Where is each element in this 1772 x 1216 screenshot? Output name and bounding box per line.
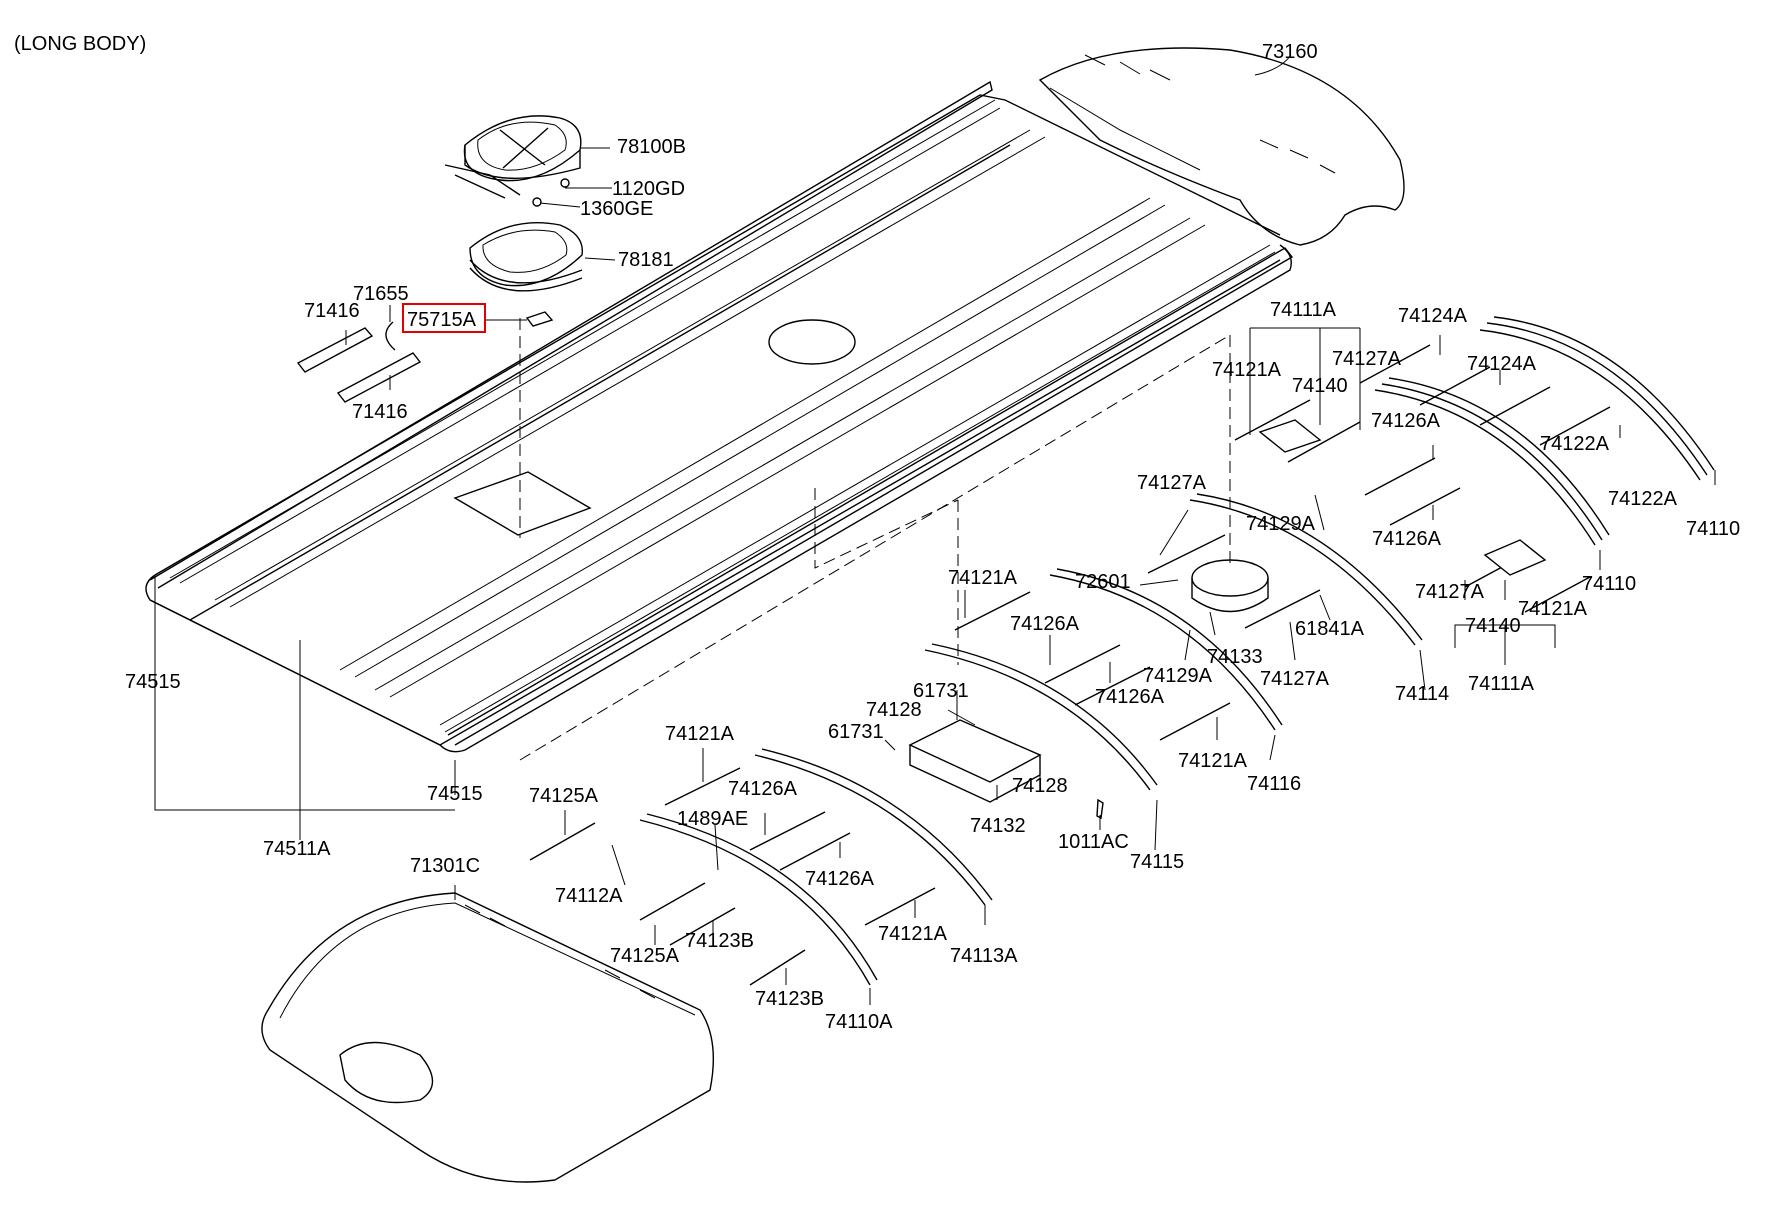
- part-label-74116[interactable]: 74116: [1247, 773, 1301, 795]
- part-label-74111A[interactable]: 74111A: [1468, 673, 1535, 695]
- part-label-78100B[interactable]: 78100B: [617, 136, 686, 158]
- part-label-74126A[interactable]: 74126A: [805, 868, 875, 890]
- part-label-74110[interactable]: 74110: [1582, 573, 1636, 595]
- part-label-74140[interactable]: 74140: [1465, 615, 1521, 637]
- part-label-74125A[interactable]: 74125A: [529, 785, 599, 807]
- highlight-box: [402, 303, 486, 333]
- part-label-74128[interactable]: 74128: [1012, 775, 1068, 797]
- part-label-74126A[interactable]: 74126A: [1010, 613, 1080, 635]
- part-label-61841A[interactable]: 61841A: [1295, 618, 1365, 640]
- part-label-74122A[interactable]: 74122A: [1540, 433, 1610, 455]
- part-label-71416[interactable]: 71416: [304, 300, 360, 322]
- part-label-74122A[interactable]: 74122A: [1608, 488, 1678, 510]
- part-label-74129A[interactable]: 74129A: [1143, 665, 1213, 687]
- part-label-74128[interactable]: 74128: [866, 699, 922, 721]
- part-label-74125A[interactable]: 74125A: [610, 945, 680, 967]
- part-label-74127A[interactable]: 74127A: [1415, 581, 1485, 603]
- part-label-71655[interactable]: 71655: [353, 283, 409, 305]
- part-label-74110A[interactable]: 74110A: [825, 1011, 893, 1033]
- diagram-title: (LONG BODY): [14, 33, 146, 55]
- part-label-71416[interactable]: 71416: [352, 401, 408, 423]
- part-label-74127A[interactable]: 74127A: [1332, 348, 1402, 370]
- part-label-1011AC[interactable]: 1011AC: [1058, 831, 1129, 853]
- part-label-74124A[interactable]: 74124A: [1467, 353, 1537, 375]
- part-label-74121A[interactable]: 74121A: [665, 723, 735, 745]
- part-label-72601[interactable]: 72601: [1075, 571, 1131, 593]
- roof-bows-drawing: [529, 316, 1715, 986]
- part-label-74132[interactable]: 74132: [970, 815, 1026, 837]
- part-label-74121A[interactable]: 74121A: [878, 923, 948, 945]
- part-label-1120GD[interactable]: 1120GD: [612, 178, 685, 200]
- part-label-74126A[interactable]: 74126A: [1371, 410, 1441, 432]
- part-label-74126A[interactable]: 74126A: [728, 778, 798, 800]
- part-label-74121A[interactable]: 74121A: [1178, 750, 1248, 772]
- part-label-74114[interactable]: 74114: [1395, 683, 1449, 705]
- part-label-74515[interactable]: 74515: [125, 671, 181, 693]
- part-label-74110[interactable]: 74110: [1686, 518, 1740, 540]
- part-label-74126A[interactable]: 74126A: [1095, 686, 1165, 708]
- part-label-74113A[interactable]: 74113A: [950, 945, 1018, 967]
- bracket-drawing: [296, 311, 554, 403]
- part-label-78181[interactable]: 78181: [618, 249, 674, 271]
- part-label-74111A[interactable]: 74111A: [1270, 299, 1337, 321]
- part-label-74515[interactable]: 74515: [427, 783, 483, 805]
- part-label-73160[interactable]: 73160: [1262, 41, 1318, 63]
- part-label-74123B[interactable]: 74123B: [685, 930, 754, 952]
- part-label-74129A[interactable]: 74129A: [1246, 513, 1316, 535]
- part-label-74124A[interactable]: 74124A: [1398, 305, 1468, 327]
- part-label-74126A[interactable]: 74126A: [1372, 528, 1442, 550]
- part-label-75715A[interactable]: 75715A: [407, 309, 477, 331]
- part-label-74511A[interactable]: 74511A: [263, 838, 331, 860]
- part-label-1489AE[interactable]: 1489AE: [677, 808, 748, 830]
- part-label-74127A[interactable]: 74127A: [1260, 668, 1330, 690]
- part-label-71301C[interactable]: 71301C: [410, 855, 480, 877]
- part-label-74115[interactable]: 74115: [1130, 851, 1184, 873]
- roof-vent-drawing: [444, 115, 584, 292]
- part-label-74112A[interactable]: 74112A: [555, 885, 623, 907]
- part-label-61731[interactable]: 61731: [828, 721, 884, 743]
- leader-lines: [154, 54, 1716, 1005]
- part-label-74121A[interactable]: 74121A: [948, 567, 1018, 589]
- roof-panel-drawing: [145, 80, 1294, 761]
- part-label-74140[interactable]: 74140: [1292, 375, 1348, 397]
- part-label-74127A[interactable]: 74127A: [1137, 472, 1207, 494]
- part-label-74133[interactable]: 74133: [1207, 646, 1263, 668]
- rear-cap-drawing: [1038, 47, 1405, 246]
- part-label-74123B[interactable]: 74123B: [755, 988, 824, 1010]
- part-label-74121A[interactable]: 74121A: [1518, 598, 1588, 620]
- part-label-61731[interactable]: 61731: [913, 680, 969, 702]
- front-cap-drawing: [261, 892, 714, 1183]
- part-label-74121A[interactable]: 74121A: [1212, 359, 1282, 381]
- part-label-1360GE[interactable]: 1360GE: [580, 198, 653, 220]
- part-labels: 73160 78100B 1120GD 1360GE 78181 71655 7…: [125, 41, 1740, 1033]
